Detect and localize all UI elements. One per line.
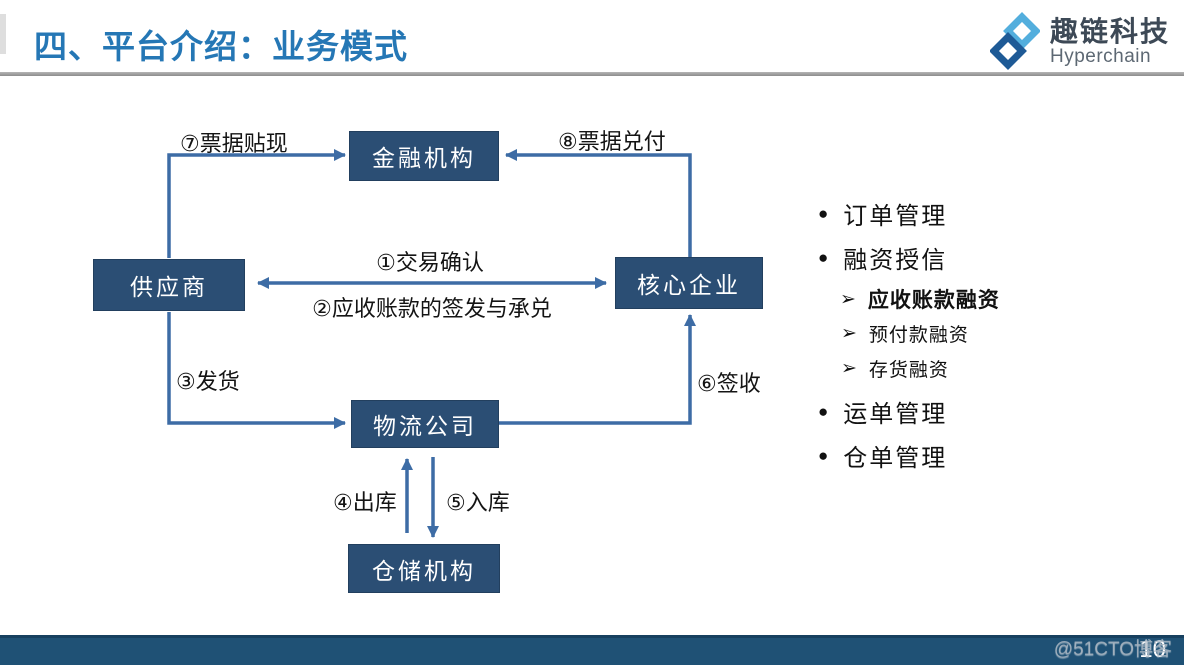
feature-item: ● 订单管理 [818, 196, 947, 231]
arrow-bullet-icon: ➢ [840, 288, 856, 310]
bullet-icon: ● [818, 446, 829, 465]
title-divider [0, 72, 1184, 76]
logo-company-name: 趣链科技 [1049, 16, 1170, 48]
edge-bill-discount [167, 149, 346, 258]
feature-item: ➢ 存货融资 [841, 355, 949, 382]
node-supplier: 供应商 [93, 259, 245, 311]
logo-text: 趣链科技 Hyperchain [1050, 17, 1170, 66]
feature-item: ● 仓单管理 [818, 438, 947, 473]
feature-item-label: 应收账款融资 [867, 289, 1000, 312]
feature-item-label: 预付款融资 [868, 325, 969, 346]
label-bill-discount: ⑦票据贴现 [180, 131, 288, 156]
watermark: @51CTO博客 [1053, 639, 1172, 660]
arrow-bullet-icon: ➢ [841, 358, 857, 379]
bullet-icon: ● [818, 248, 829, 267]
label-outbound: ④出库 [333, 490, 397, 515]
node-warehouse-institution: 仓储机构 [348, 544, 500, 593]
feature-item: ● 融资授信 [818, 240, 947, 275]
feature-item-label: 仓单管理 [843, 445, 948, 472]
node-logistics-company: 物流公司 [351, 400, 499, 448]
feature-item: ➢ 应收账款融资 [840, 284, 1000, 314]
feature-item: ● 运单管理 [818, 394, 947, 429]
label-inbound: ⑤入库 [446, 490, 510, 515]
hyperchain-logo-icon [989, 12, 1040, 70]
edge-sign-receive [499, 314, 696, 425]
feature-item-label: 融资授信 [843, 247, 948, 274]
bullet-icon: ● [818, 402, 829, 421]
label-receivable-issue-accept: ②应收账款的签发与承兑 [312, 296, 552, 321]
node-financial-institution: 金融机构 [349, 131, 499, 181]
edge-bill-payment [505, 149, 692, 257]
left-accent-tick [0, 14, 6, 54]
label-sign-receive: ⑥签收 [697, 371, 761, 396]
edge-ship-goods [167, 312, 346, 429]
label-trade-confirm: ①交易确认 [376, 250, 484, 275]
label-ship-goods: ③发货 [176, 369, 240, 394]
arrow-bullet-icon: ➢ [841, 323, 857, 344]
feature-item: ➢ 预付款融资 [841, 320, 969, 347]
label-bill-payment: ⑧票据兑付 [558, 129, 666, 154]
node-core-enterprise: 核心企业 [615, 257, 763, 309]
page-title: 四、平台介绍：业务模式 [34, 28, 408, 65]
page-number: 10 [1139, 636, 1166, 663]
hyperchain-logo: 趣链科技 Hyperchain [989, 12, 1170, 72]
feature-item-label: 订单管理 [843, 203, 948, 230]
footer-bar: 10 [0, 635, 1184, 665]
feature-item-label: 存货融资 [868, 360, 949, 381]
bullet-icon: ● [818, 204, 829, 223]
feature-item-label: 运单管理 [843, 401, 948, 428]
logo-brand-name: Hyperchain [1049, 45, 1152, 67]
